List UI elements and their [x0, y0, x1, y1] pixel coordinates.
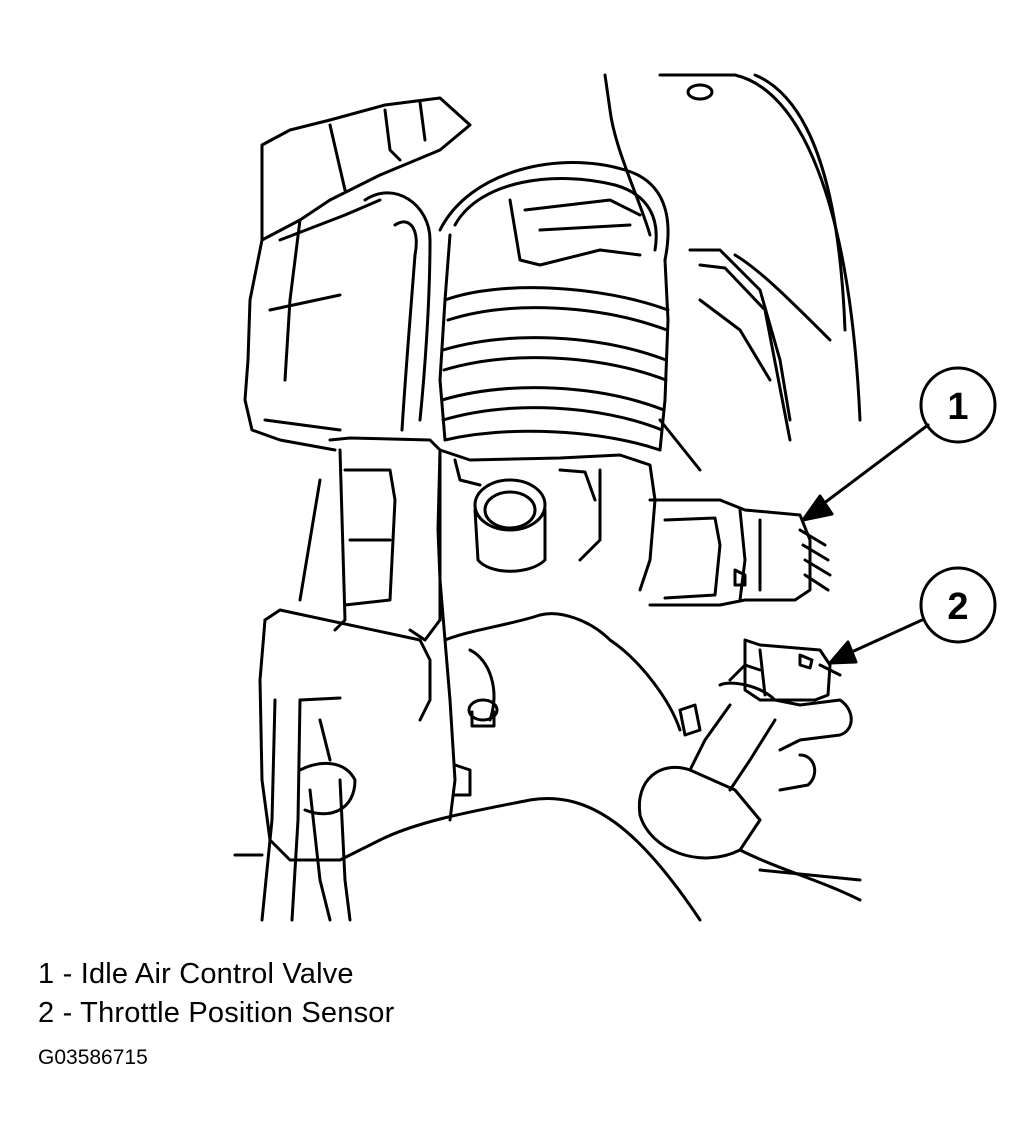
lower-shroud [378, 612, 702, 922]
idle-air-control-valve [648, 498, 832, 607]
air-box [243, 96, 472, 452]
throttle-body [436, 448, 657, 642]
callout-circle-2 [919, 566, 997, 644]
vent-hose [363, 191, 432, 432]
figure-id: G03586715 [38, 1046, 148, 1069]
callout-leader-1 [813, 423, 930, 512]
legend-item-2: 2 - Throttle Position Sensor [38, 997, 395, 1029]
engine-throttle-body-illustration: 1 2 [233, 73, 997, 922]
lower-left-hoses [233, 698, 357, 922]
air-intake-boot [438, 161, 670, 452]
manifold-bracket [258, 436, 442, 862]
callout-arrowhead-1 [801, 494, 834, 522]
callout-2 [828, 566, 997, 665]
callout-leader-2 [843, 618, 924, 657]
callout-arrowhead-2 [828, 640, 858, 665]
callout-number-2: 2 [947, 586, 968, 628]
background-housing [603, 73, 862, 472]
callout-1 [801, 366, 997, 522]
legend-item-1: 1 - Idle Air Control Valve [38, 958, 354, 990]
coolant-hoses [637, 681, 862, 902]
callout-number-1: 1 [947, 386, 968, 428]
throttle-position-sensor [728, 638, 842, 702]
callout-circle-1 [919, 366, 997, 444]
